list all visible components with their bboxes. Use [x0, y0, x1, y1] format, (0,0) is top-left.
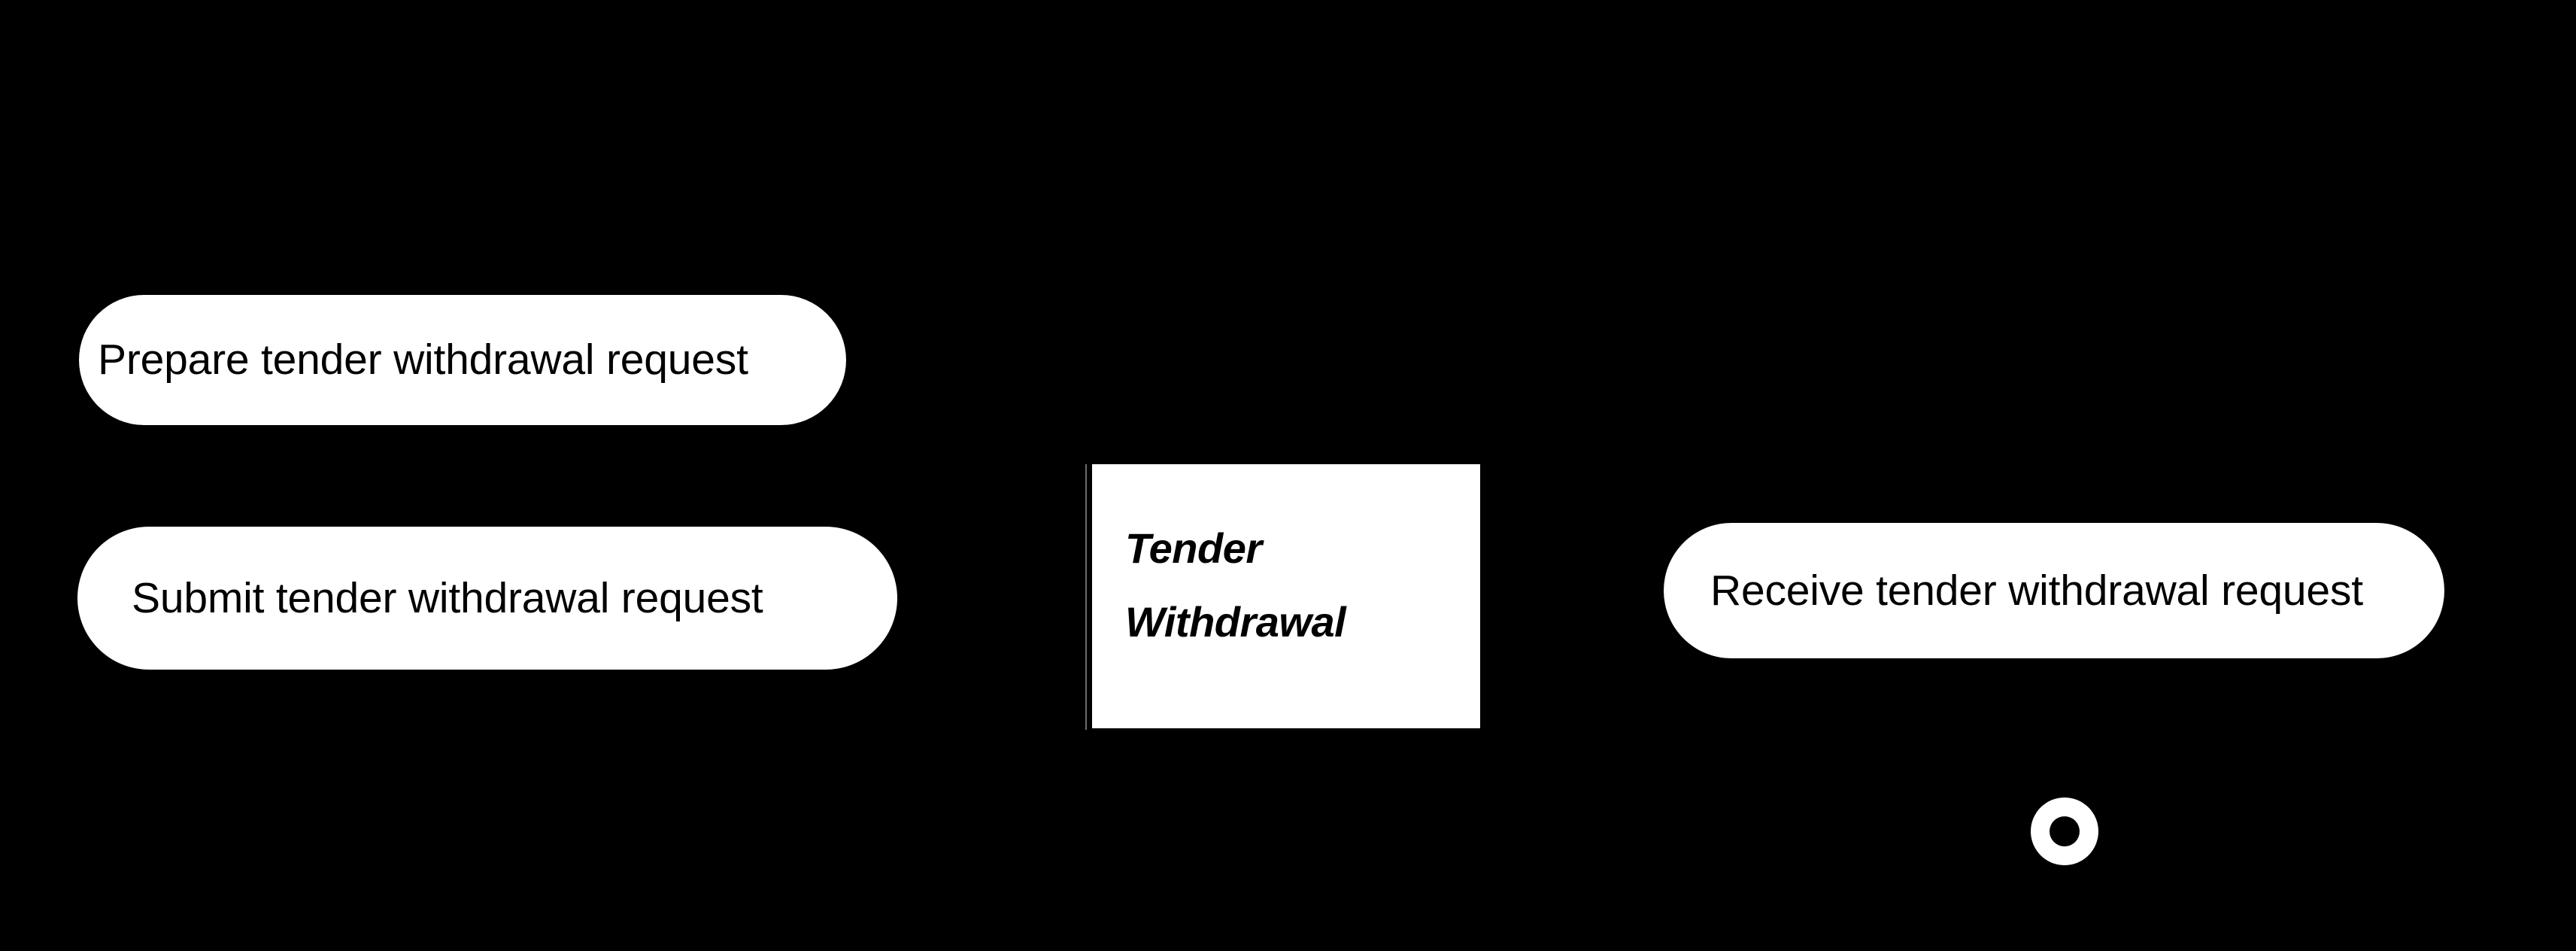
task-prepare-tender-withdrawal-request[interactable]: Prepare tender withdrawal request [79, 295, 846, 425]
task-receive-tender-withdrawal-request[interactable]: Receive tender withdrawal request [1664, 523, 2444, 658]
task-label: Receive tender withdrawal request [1710, 567, 2363, 615]
task-label: Prepare tender withdrawal request [98, 336, 748, 384]
lane-title-text: Tender Withdrawal [1125, 524, 1346, 646]
task-submit-tender-withdrawal-request[interactable]: Submit tender withdrawal request [77, 527, 897, 670]
lane-title-box[interactable]: Tender Withdrawal [1092, 464, 1480, 728]
lane-divider [1085, 464, 1087, 730]
event-ring-hole [2050, 816, 2080, 846]
event-ring-icon[interactable] [2031, 798, 2098, 865]
task-label: Submit tender withdrawal request [132, 574, 763, 622]
